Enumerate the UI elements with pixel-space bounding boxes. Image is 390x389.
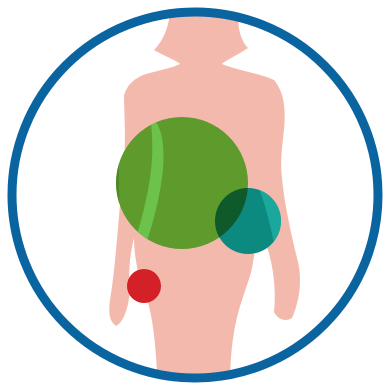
red-marker — [127, 269, 161, 303]
